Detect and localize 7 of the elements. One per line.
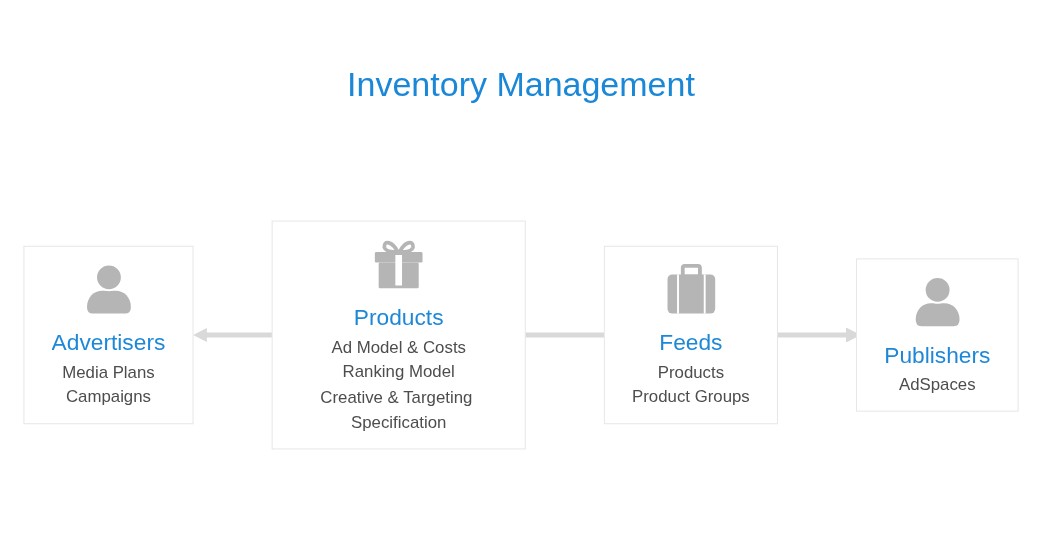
node-box: Feeds Products Product Groups bbox=[603, 245, 778, 425]
connector bbox=[525, 332, 605, 338]
node-box: Publishers AdSpaces bbox=[856, 258, 1019, 412]
node-box: Products Ad Model & Costs Ranking Model Creative & Targeting Specification bbox=[271, 220, 526, 450]
node-box: Advertisers Media Plans Campaigns bbox=[23, 245, 194, 425]
diagram-title: Inventory Management bbox=[347, 65, 695, 103]
arrow bbox=[193, 328, 273, 342]
